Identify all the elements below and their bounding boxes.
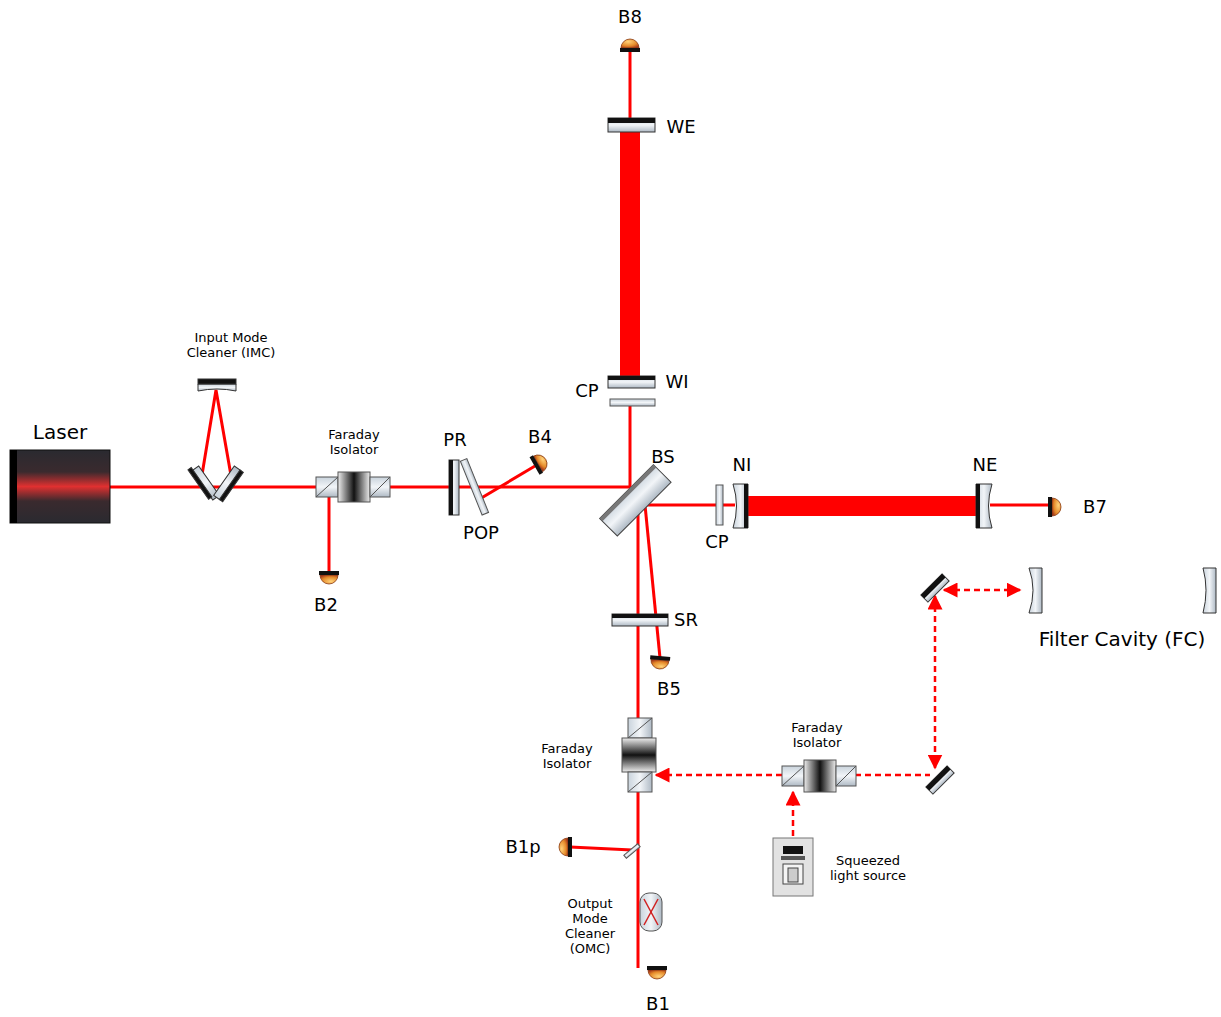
component-label: Squeezed light source (828, 854, 908, 884)
component-label: Faraday Isolator (314, 428, 394, 458)
photodetector (649, 655, 670, 670)
component-label: Input Mode Cleaner (IMC) (176, 331, 286, 361)
part-name: B5 (657, 679, 681, 700)
photodetector (559, 837, 572, 857)
part-name: NE (973, 455, 998, 476)
part-name: B2 (314, 595, 338, 616)
component-label: Faraday Isolator (777, 721, 857, 751)
part-name: SR (674, 610, 698, 631)
part-name: Laser (33, 421, 87, 444)
part-name: WE (666, 117, 695, 138)
part-name: B4 (528, 427, 552, 448)
photodetector (530, 451, 551, 475)
part-name: B1p (505, 837, 540, 858)
part-name: B1 (646, 994, 670, 1015)
part-name: B7 (1083, 497, 1107, 518)
photodetector (647, 966, 667, 979)
photodetector (620, 39, 640, 52)
part-name: B8 (618, 7, 642, 28)
photodetector (319, 571, 339, 584)
component-label: Faraday Isolator (527, 742, 607, 772)
component-label: Output Mode Cleaner (OMC) (549, 897, 631, 957)
part-name: PR (443, 430, 466, 451)
photodetector (1048, 497, 1061, 517)
part-name: CP (575, 381, 598, 402)
part-name: POP (463, 523, 499, 544)
part-name: NI (733, 455, 752, 476)
part-name: Filter Cavity (FC) (1039, 628, 1206, 651)
part-name: CP (705, 532, 728, 553)
part-name: WI (665, 372, 688, 393)
part-name: BS (651, 447, 674, 468)
